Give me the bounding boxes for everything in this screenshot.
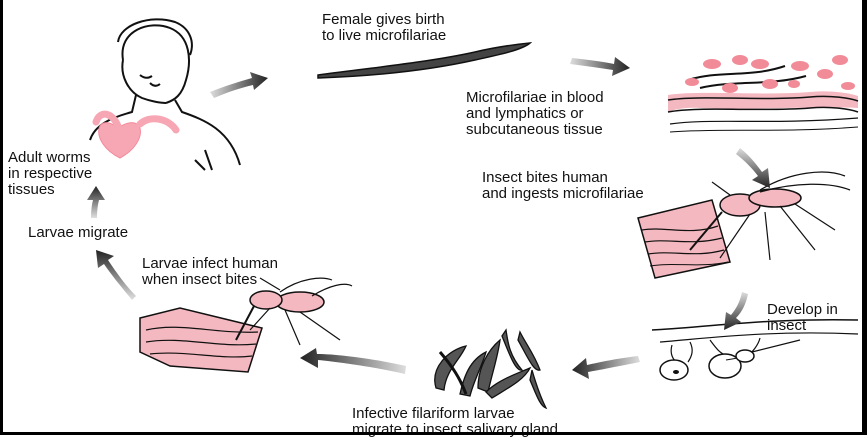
adult-female-worm-illustration: [318, 43, 530, 78]
infective-larvae-illustration: [435, 330, 546, 408]
label-line: in respective: [8, 166, 92, 182]
frame-border-right: [862, 0, 867, 435]
label-line: to live microfilariae: [322, 28, 446, 44]
label-larvae-migrate: Larvae migrate: [28, 225, 128, 241]
label-line: Adult worms: [8, 150, 92, 166]
label-line: Larvae migrate: [28, 225, 128, 241]
label-line: Female gives birth: [322, 12, 446, 28]
label-line: Infective filariform larvae: [352, 406, 558, 422]
arrow-female-to-blood: [570, 57, 630, 76]
label-line: and ingests microfilariae: [482, 186, 644, 202]
arrow-infect-to-migrate: [96, 250, 136, 300]
label-insect-bites-human: Insect bites human and ingests microfila…: [482, 170, 644, 202]
blood-tissue-illustration: [668, 55, 858, 132]
label-line: Microfilariae in blood: [466, 90, 604, 106]
label-line: migrate to insect salivary gland: [352, 422, 558, 438]
label-line: tissues: [8, 182, 92, 198]
label-line: Develop in: [767, 302, 838, 318]
label-line: and lymphatics or: [466, 106, 604, 122]
label-line: Insect bites human: [482, 170, 644, 186]
arrow-blood-to-bite: [736, 148, 770, 188]
arrow-human-to-female: [210, 72, 268, 98]
label-larvae-infect-human: Larvae infect human when insect bites: [142, 256, 278, 288]
label-line: subcutaneous tissue: [466, 122, 604, 138]
arrow-bite-to-develop: [724, 292, 748, 330]
label-adult-worms: Adult worms in respective tissues: [8, 150, 92, 198]
frame-border-left: [0, 0, 3, 435]
mosquito-ingesting-illustration: [638, 172, 850, 278]
label-female-gives-birth: Female gives birth to live microfilariae: [322, 12, 446, 44]
label-line: insect: [767, 318, 838, 334]
label-microfilariae-in-blood: Microfilariae in blood and lymphatics or…: [466, 90, 604, 138]
label-line: Larvae infect human: [142, 256, 278, 272]
arrow-develop-to-larvae: [572, 356, 640, 379]
arrow-larvae-to-infect: [300, 348, 406, 374]
label-develop-in-insect: Develop in insect: [767, 302, 838, 334]
label-line: when insect bites: [142, 272, 278, 288]
